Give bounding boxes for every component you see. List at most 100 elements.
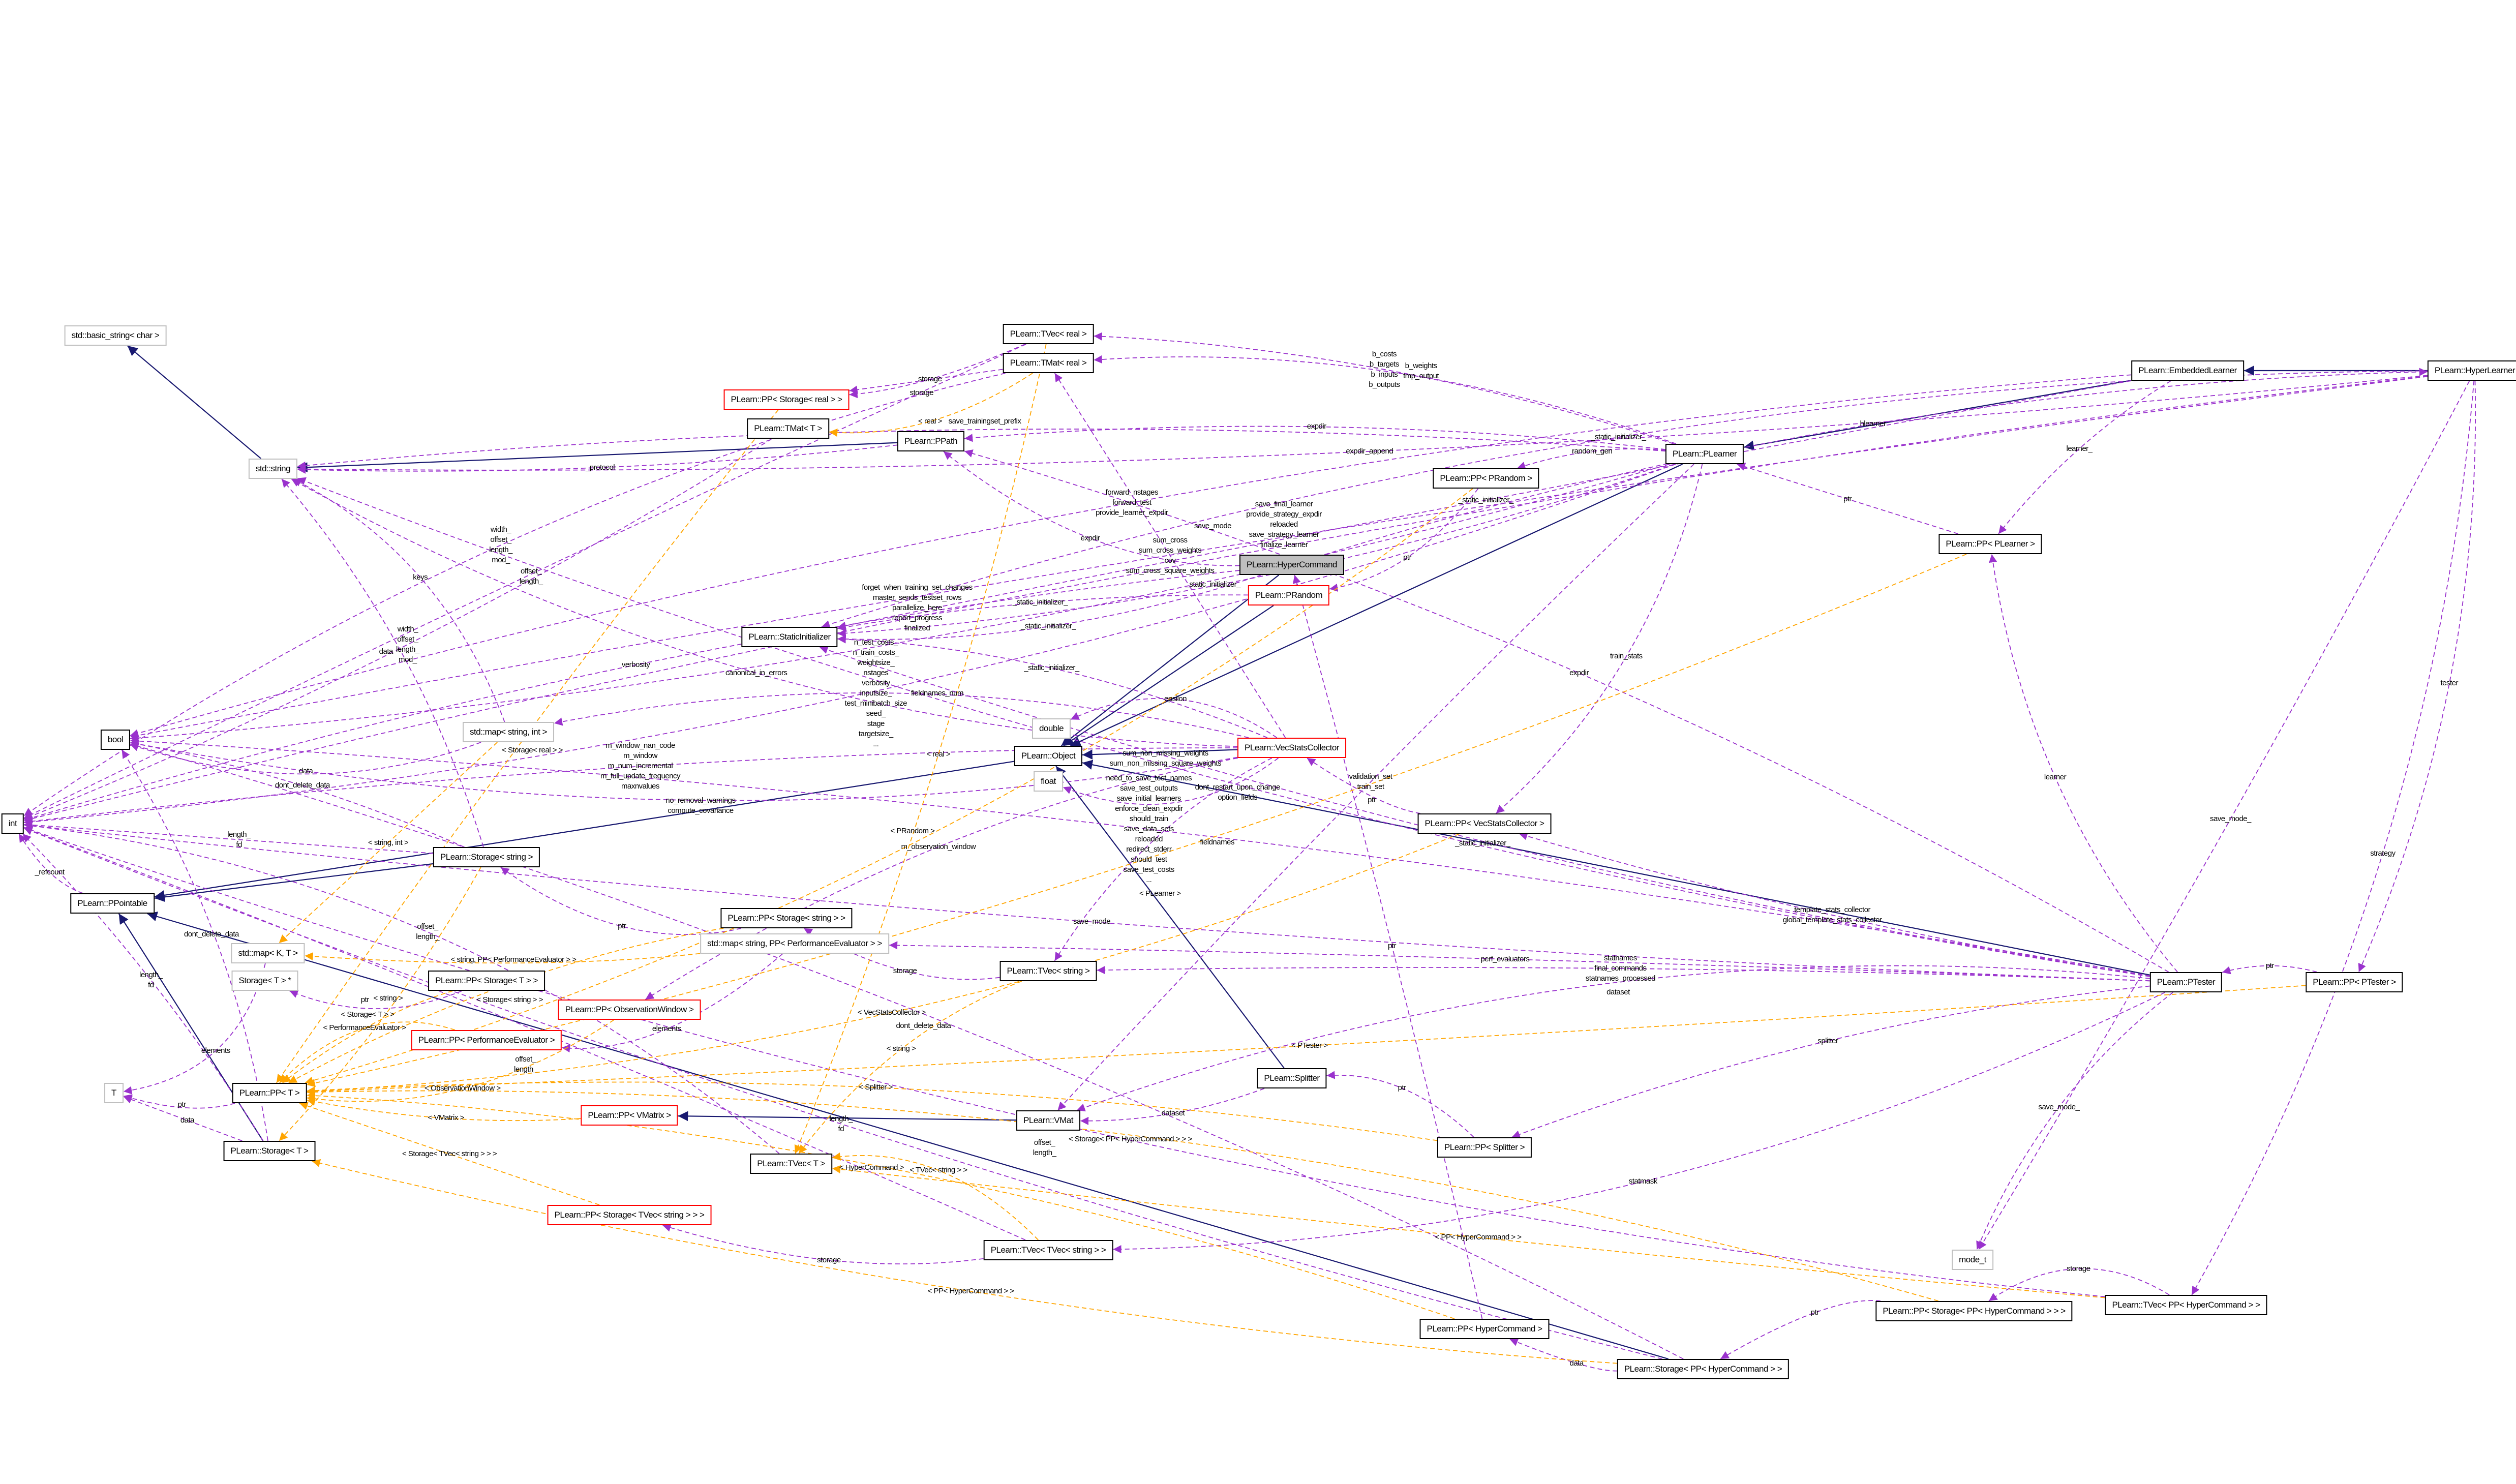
class-node-pp-storage-string[interactable]: PLearn::PP< Storage< string > > — [720, 908, 853, 928]
class-node-storage-pp-hc[interactable]: PLearn::Storage< PP< HyperCommand > > — [1617, 1359, 1790, 1379]
class-node-object[interactable]: PLearn::Object — [1014, 746, 1083, 766]
edge-label: < PRandom > — [890, 827, 935, 836]
class-node-pp-ptester[interactable]: PLearn::PP< PTester > — [2306, 972, 2403, 992]
class-node-pp-hc[interactable]: PLearn::PP< HyperCommand > — [1419, 1319, 1550, 1339]
class-node-embedded[interactable]: PLearn::EmbeddedLearner — [2131, 360, 2244, 381]
edge-label: forget_when_training_set_changes master_… — [862, 583, 973, 633]
class-node-pp-splitter[interactable]: PLearn::PP< Splitter > — [1437, 1137, 1532, 1158]
class-node-prandom[interactable]: PLearn::PRandom — [1248, 585, 1330, 605]
edge-label: save_mode — [1194, 521, 1232, 530]
use-edge-embedded-to-bool — [130, 374, 2132, 738]
edge-label: ptr — [2265, 961, 2275, 970]
edge-label: < PLearner > — [1139, 889, 1181, 898]
class-node-pp-storage-pp-hc[interactable]: PLearn::PP< Storage< PP< HyperCommand > … — [1875, 1301, 2073, 1321]
edge-label: dataset — [1161, 1108, 1185, 1117]
class-node-tvec-tvec-string[interactable]: PLearn::TVec< TVec< string > > — [983, 1240, 1113, 1260]
class-node-storage-t-ptr[interactable]: Storage< T > * — [231, 971, 298, 991]
use-edge-plearner-to-vmat — [1057, 464, 1694, 1111]
edge-label: m_window_nan_code m_window m_num_increme… — [600, 741, 680, 791]
class-node-vmat[interactable]: PLearn::VMat — [1016, 1110, 1080, 1131]
class-node-map-perf[interactable]: std::map< string, PP< PerformanceEvaluat… — [700, 933, 889, 954]
edge-label: canonical_in_errors — [725, 668, 787, 677]
class-node-pp-vsc[interactable]: PLearn::PP< VecStatsCollector > — [1417, 813, 1552, 834]
edge-label: offset_ length_ — [1033, 1138, 1056, 1158]
edge-label: dont_restart_upon_change option_fields — [1195, 782, 1281, 802]
edge-label: < PP< HyperCommand > > — [1435, 1233, 1522, 1242]
class-node-tvec-pp-hc[interactable]: PLearn::TVec< PP< HyperCommand > > — [2105, 1295, 2267, 1315]
use-edge-storage-t-to-t — [123, 1096, 242, 1141]
edge-label: random_gen — [1572, 446, 1613, 456]
edge-label: < real > — [918, 416, 942, 426]
class-node-splitter[interactable]: PLearn::Splitter — [1257, 1068, 1327, 1088]
class-node-bool[interactable]: bool — [100, 730, 131, 750]
template-edge-tmat-real-to-tmat-t — [829, 373, 1033, 437]
class-node-ppath[interactable]: PLearn::PPath — [897, 431, 965, 451]
class-node-tmat-real[interactable]: PLearn::TMat< real > — [1003, 353, 1094, 373]
use-edge-tvec-t-to-int — [23, 822, 780, 1154]
class-node-pp-plearner[interactable]: PLearn::PP< PLearner > — [1938, 534, 2042, 554]
inherit-edge-hypercommand-to-object — [1060, 574, 1280, 746]
edge-label: < real > — [926, 750, 951, 759]
edge-label: learner_ — [2066, 444, 2093, 453]
class-node-storage-t[interactable]: PLearn::Storage< T > — [223, 1141, 316, 1161]
class-node-tmat-t[interactable]: PLearn::TMat< T > — [747, 418, 829, 439]
inherit-edge-vmat-to-pp-vmatrix — [678, 1111, 1017, 1122]
edge-label: < string, PP< PerformanceEvaluator > > — [450, 955, 577, 964]
use-edge-ptester-to-map-perf — [889, 941, 2150, 982]
use-edge-ptester-to-string — [297, 477, 2150, 977]
class-node-plearner[interactable]: PLearn::PLearner — [1665, 444, 1744, 464]
class-node-storage-string[interactable]: PLearn::Storage< string > — [433, 847, 540, 867]
class-node-pp-storage-tvec-string[interactable]: PLearn::PP< Storage< TVec< string > > > — [547, 1205, 712, 1225]
edge-label: save_final_learner provide_strategy_expd… — [1246, 500, 1322, 550]
class-node-pp-perfeval[interactable]: PLearn::PP< PerformanceEvaluator > — [411, 1030, 562, 1050]
use-edge-hypercommand-to-hyperlearner — [1324, 368, 2428, 555]
class-node-int[interactable]: int — [1, 813, 24, 834]
edge-label: length_ fd — [139, 971, 163, 990]
edge-label: b_weights tmp_output — [1403, 361, 1439, 381]
class-node-double[interactable]: double — [1032, 718, 1071, 739]
use-edge-tvec-real-to-int — [23, 344, 1026, 819]
use-edge-map-kt-to-t — [123, 963, 266, 1095]
class-node-t[interactable]: T — [104, 1083, 124, 1103]
use-edge-ptester-to-tvec-tvec-string — [1113, 992, 2165, 1254]
class-node-tvec-t[interactable]: PLearn::TVec< T > — [750, 1154, 832, 1174]
edge-label: _static_initializer_ — [1185, 580, 1241, 589]
class-node-map-string-int[interactable]: std::map< string, int > — [463, 722, 554, 742]
edge-label: offset_ length_ — [416, 922, 439, 942]
template-edge-pp-prandom-to-pp-t — [305, 488, 1473, 1085]
class-node-float[interactable]: float — [1034, 771, 1063, 792]
edge-label: _static_initializer_ — [1020, 622, 1076, 631]
edge-label: storage — [918, 374, 942, 383]
edge-label: < string > — [886, 1044, 916, 1053]
class-node-vsc[interactable]: PLearn::VecStatsCollector — [1237, 738, 1346, 758]
class-node-pp-storage-real[interactable]: PLearn::PP< Storage< real > > — [723, 389, 850, 410]
class-node-string[interactable]: std::string — [248, 459, 298, 479]
class-node-ptester[interactable]: PLearn::PTester — [2149, 972, 2223, 992]
edge-label: _static_initializer_ — [1012, 598, 1068, 607]
edge-label: save_mode_ — [2209, 814, 2251, 823]
class-node-pp-vmatrix[interactable]: PLearn::PP< VMatrix > — [581, 1105, 678, 1126]
use-edge-pp-storage-pp-hc-to-storage-pp-hc — [1720, 1300, 1881, 1359]
use-edge-splitter-to-vmat — [1080, 1088, 1265, 1126]
class-node-staticinit[interactable]: PLearn::StaticInitializer — [741, 627, 838, 647]
class-node-tvec-string[interactable]: PLearn::TVec< string > — [999, 961, 1097, 981]
class-node-mode-t[interactable]: mode_t — [1952, 1250, 1993, 1270]
use-edge-pp-t-to-t — [123, 1094, 235, 1109]
class-node-hypercommand[interactable]: PLearn::HyperCommand — [1239, 555, 1345, 575]
class-node-pp-prandom[interactable]: PLearn::PP< PRandom > — [1433, 468, 1539, 489]
class-node-pp-t[interactable]: PLearn::PP< T > — [232, 1083, 307, 1103]
class-node-tvec-real[interactable]: PLearn::TVec< real > — [1003, 324, 1094, 344]
class-node-ppointable[interactable]: PLearn::PPointable — [70, 893, 155, 914]
template-edge-pp-obswin-to-pp-t — [307, 1019, 615, 1103]
edge-label: expdir — [1080, 533, 1100, 542]
class-node-pp-storage-t[interactable]: PLearn::PP< Storage< T > > — [428, 971, 545, 991]
class-node-pp-obswin[interactable]: PLearn::PP< ObservationWindow > — [558, 1000, 701, 1020]
use-edge-plearner-to-ppath — [964, 426, 1666, 450]
class-node-hyperlearner[interactable]: PLearn::HyperLearner — [2427, 360, 2516, 381]
use-edge-storage-string-to-bool — [130, 740, 464, 847]
class-node-basic-string[interactable]: std::basic_string< char > — [64, 325, 167, 346]
edge-label: < string > — [373, 994, 403, 1003]
class-node-map-kt[interactable]: std::map< K, T > — [231, 943, 305, 963]
template-edge-pp-plearner-to-pp-t — [307, 554, 1967, 1087]
